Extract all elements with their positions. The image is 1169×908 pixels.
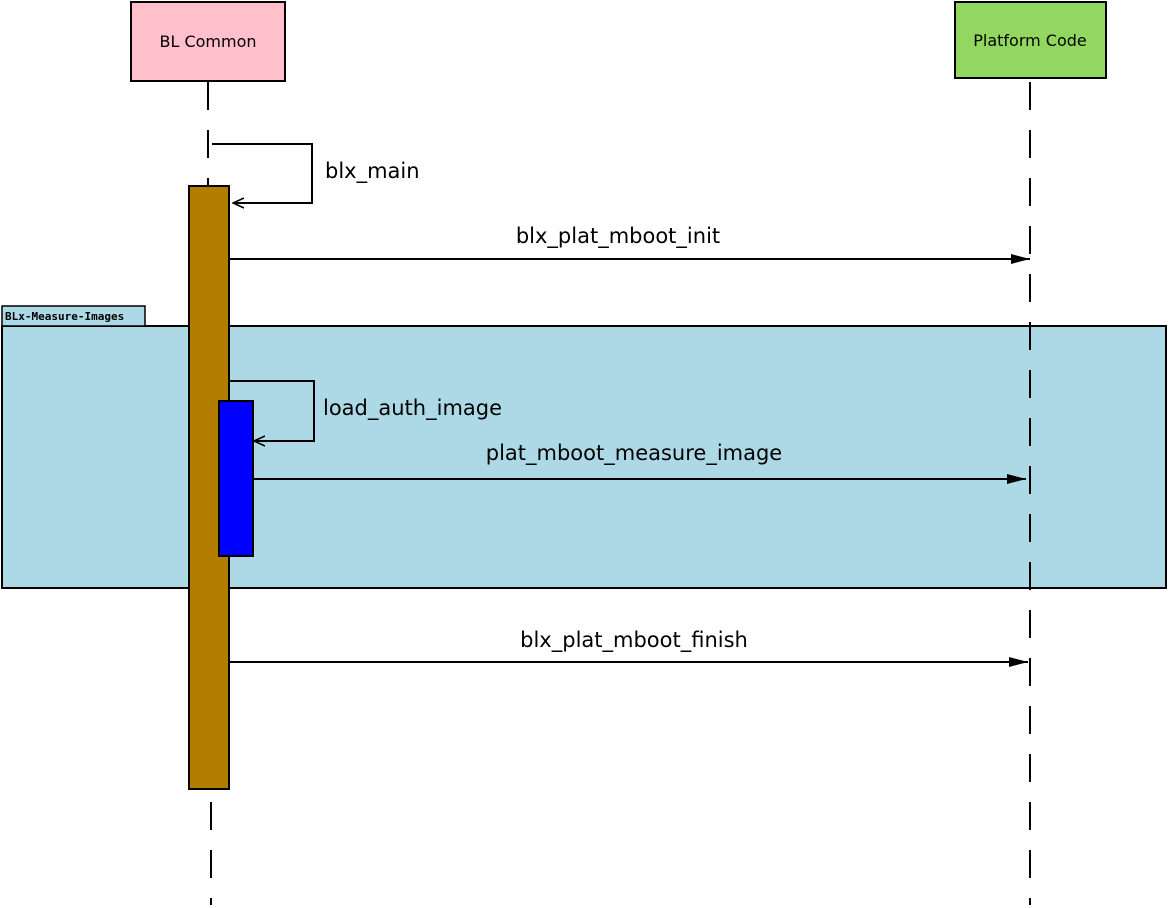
message-label-finish: blx_plat_mboot_finish xyxy=(520,628,748,653)
self-message-blx-main xyxy=(212,143,313,203)
message-label-measure: plat_mboot_measure_image xyxy=(486,441,782,466)
self-message-load-auth xyxy=(230,380,315,441)
message-label-blx-main: blx_main xyxy=(325,159,420,184)
participant-platform xyxy=(954,1,1107,79)
message-label-init: blx_plat_mboot_init xyxy=(516,224,720,249)
participant-bl-common xyxy=(130,1,286,82)
participant-platform-label: Platform Code xyxy=(973,31,1087,50)
message-label-load-auth: load_auth_image xyxy=(323,396,502,421)
participant-bl-common-label: BL Common xyxy=(159,32,256,51)
activation-inner xyxy=(218,400,254,557)
frame-label: BLx-Measure-Images xyxy=(5,310,124,323)
frame-tab xyxy=(1,305,146,327)
